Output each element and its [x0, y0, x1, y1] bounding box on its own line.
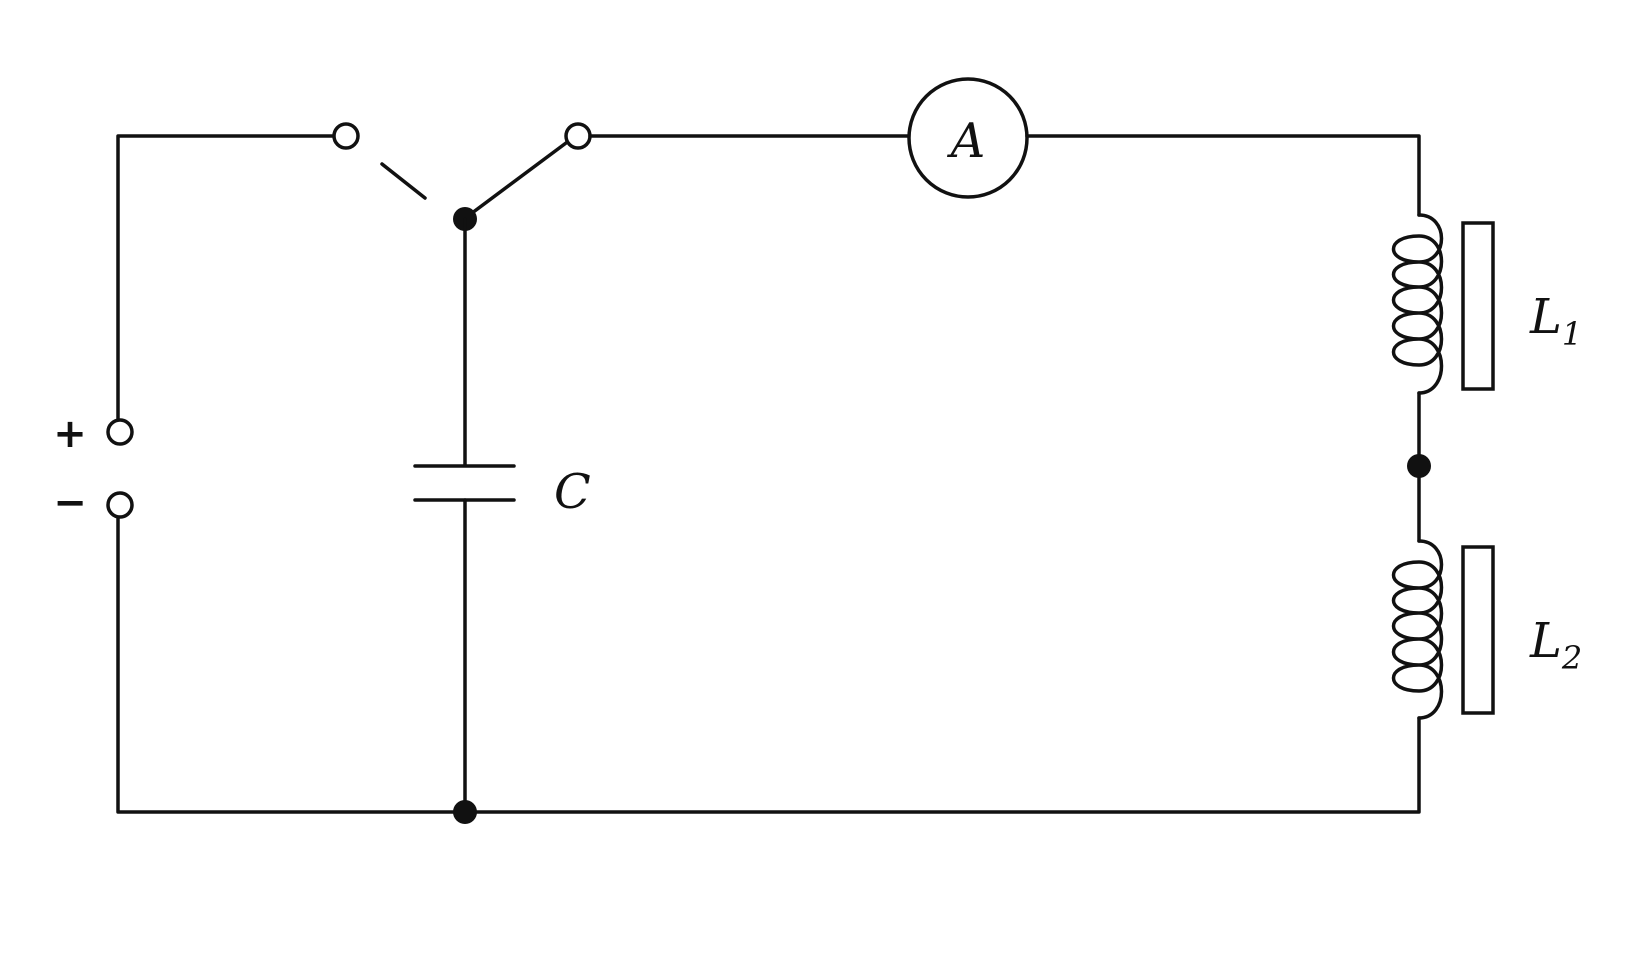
- inductor-l1-letter: L: [1529, 289, 1562, 345]
- wire-left-bottom: [116, 515, 467, 814]
- negative-terminal: [106, 491, 134, 519]
- negative-sign: −: [53, 480, 87, 526]
- switch-blade: [462, 141, 568, 221]
- inductor-l2-letter: L: [1529, 613, 1562, 669]
- wire-bottom: [463, 716, 1421, 814]
- capacitor-label: C: [554, 464, 591, 520]
- inductor-l1-label: L1: [1529, 289, 1582, 353]
- switch-left-stub: [380, 162, 427, 200]
- wire-left-top: [116, 134, 336, 424]
- switch-right-contact: [564, 122, 592, 150]
- inductor-l2-coil: [1391, 539, 1444, 720]
- ammeter-symbol: [907, 77, 1029, 199]
- middle-junction-node: [1407, 454, 1431, 478]
- switch-left-contact: [332, 122, 360, 150]
- inductor-l2-label: L2: [1529, 613, 1582, 677]
- inductor-l2-core: [1461, 545, 1495, 715]
- inductor-l1-subscript: 1: [1562, 315, 1582, 353]
- positive-sign: +: [53, 411, 87, 457]
- wire-top-right: [1025, 134, 1421, 217]
- ammeter-label: A: [947, 113, 986, 169]
- inductor-l1-coil: [1391, 213, 1444, 395]
- bottom-junction-node: [453, 800, 477, 824]
- positive-terminal: [106, 418, 134, 446]
- inductor-l1-core: [1461, 221, 1495, 391]
- inductor-l2-subscript: 2: [1561, 639, 1582, 677]
